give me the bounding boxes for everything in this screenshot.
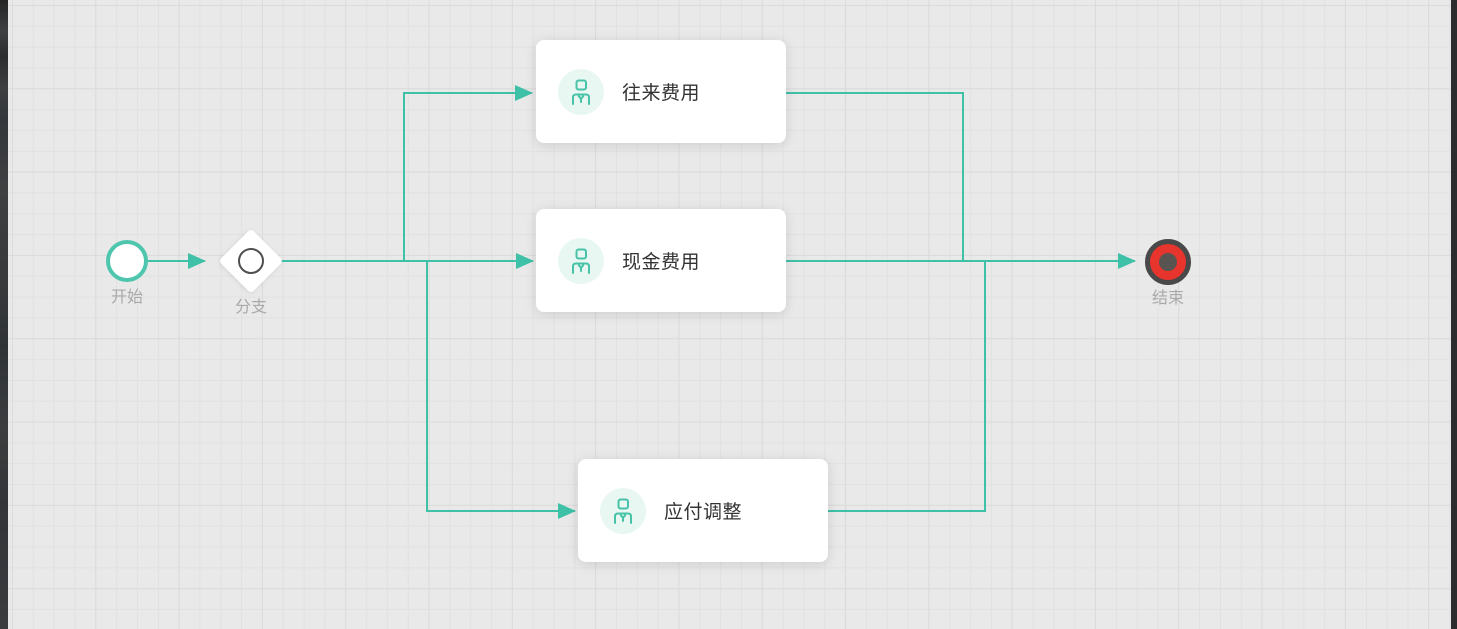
left-panel-edge [0,0,8,629]
edge-branch-to-payable-adjust[interactable] [426,261,576,519]
task-node-current-expense[interactable]: 往来费用 [536,40,786,143]
branch-gateway-label: 分支 [234,299,268,316]
approver-person-icon [600,487,646,534]
task-node-cash-expense[interactable]: 现金费用 [536,209,786,312]
task-label: 现金费用 [622,252,701,273]
start-event-label: 开始 [110,289,144,306]
workflow-canvas[interactable]: 开始 分支 往来费用 现金费用 [8,0,1451,629]
edge-branch-to-current-expense[interactable] [403,85,533,261]
start-event-node[interactable] [106,240,148,282]
end-event-label: 结束 [1151,290,1185,307]
edge-layer [141,85,1136,519]
end-event-node[interactable] [1145,239,1191,285]
task-label: 往来费用 [622,83,701,104]
edge-current-expense-to-end[interactable] [786,92,964,262]
gateway-circle-icon [238,248,264,274]
end-dot-icon [1159,253,1177,271]
task-label: 应付调整 [664,502,743,523]
approver-person-icon [558,68,604,115]
right-panel-edge [1451,0,1457,629]
edge-payable-adjust-to-end[interactable] [828,262,986,512]
approver-person-icon [558,237,604,284]
task-node-payable-adjust[interactable]: 应付调整 [578,459,828,562]
